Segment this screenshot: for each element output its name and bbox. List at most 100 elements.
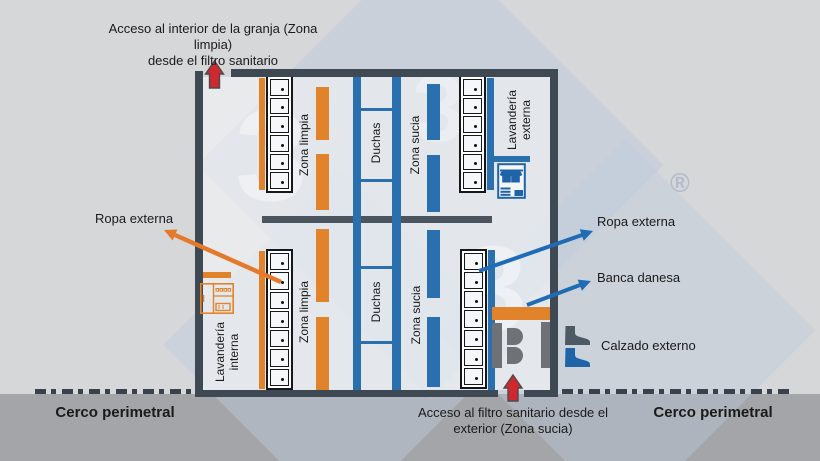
bench-strip: [487, 78, 494, 190]
ground-band: [0, 394, 820, 461]
locker-unit: [270, 272, 289, 290]
perimeter-fence-label-right: Cerco perimetral: [653, 404, 773, 421]
locker-unit: [270, 153, 289, 171]
danish-bench: [492, 307, 553, 320]
outer-wall-right: [550, 69, 558, 397]
locker-unit: [463, 79, 482, 96]
bench: [316, 317, 329, 390]
bench: [316, 87, 329, 140]
caption-line: Acceso al interior de la granja (Zona li…: [108, 21, 318, 52]
caption-line: desde el filtro sanitario: [147, 53, 279, 68]
bottom-access-caption: Acceso al filtro sanitario desde el exte…: [413, 405, 613, 437]
outer-wall-bottom-left: [195, 390, 498, 397]
top-access-caption: Acceso al interior de la granja (Zona li…: [88, 21, 338, 69]
locker-unit: [464, 310, 483, 328]
duchas-label-top: Duchas: [369, 122, 383, 164]
bench: [316, 154, 329, 210]
calzado-externo-label: Calzado externo: [601, 338, 696, 353]
ropa-externa-label-right: Ropa externa: [597, 214, 676, 229]
locker-knob: [474, 300, 478, 304]
locker-knob: [474, 281, 478, 284]
locker-unit: [463, 153, 482, 171]
locker-unit: [463, 116, 482, 134]
seat: [507, 328, 523, 345]
bench: [316, 229, 329, 302]
lockers-clean-top: [266, 75, 293, 193]
locker-knob: [280, 143, 284, 147]
bench-strip: [259, 78, 265, 190]
locker-knob: [280, 124, 284, 128]
caption-line: Acceso al filtro sanitario desde el: [417, 405, 609, 420]
outer-wall-bottom-right: [524, 390, 558, 397]
locker-knob: [280, 87, 284, 91]
external-laundry-icon: [497, 163, 526, 199]
shower-stall-divider: [361, 341, 392, 344]
lockers-dirty-top: [459, 75, 486, 193]
locker-knob: [473, 106, 477, 110]
locker-unit: [270, 172, 289, 190]
boot-icon-dark: [565, 326, 590, 345]
locker-knob: [473, 143, 477, 147]
lockers-dirty-bottom: [460, 249, 487, 389]
locker-knob: [474, 261, 478, 265]
perimeter-fence-line-right: [562, 389, 792, 394]
locker-unit: [464, 272, 483, 290]
locker-knob: [473, 87, 477, 91]
registered-trademark: ®: [670, 168, 690, 198]
locker-knob: [280, 377, 284, 381]
locker-knob: [280, 162, 284, 166]
laundry-niche-wall: [492, 156, 530, 162]
laundry-shelf: [203, 272, 231, 278]
ropa-externa-label-left: Ropa externa: [95, 211, 174, 226]
seat: [507, 347, 523, 364]
boot-icon-blue: [565, 348, 590, 367]
locker-unit: [270, 135, 289, 152]
locker-knob: [280, 281, 284, 285]
locker-unit: [270, 79, 289, 96]
shower-wall-left: [353, 77, 361, 390]
locker-knob: [473, 180, 477, 184]
locker-unit: [270, 330, 289, 348]
shower-stall-divider: [361, 179, 392, 182]
locker-knob: [280, 319, 284, 323]
locker-unit: [270, 97, 289, 115]
locker-unit: [270, 116, 289, 134]
locker-unit: [464, 253, 483, 271]
shower-wall-right: [392, 77, 401, 390]
bench: [427, 155, 440, 212]
locker-knob: [280, 358, 284, 362]
zona-limpia-label-bottom: Zona limpia: [297, 280, 311, 344]
locker-unit: [464, 367, 483, 385]
outer-wall-top: [231, 69, 558, 77]
locker-knob: [280, 180, 284, 184]
locker-unit: [270, 310, 289, 329]
bench-strip: [488, 250, 495, 392]
zona-sucia-label-top: Zona sucia: [408, 115, 422, 175]
locker-knob: [473, 162, 477, 166]
locker-unit: [463, 172, 482, 190]
bench-side-right: [541, 322, 552, 368]
locker-knob: [280, 339, 284, 343]
bench: [427, 230, 440, 298]
bench: [427, 317, 440, 387]
locker-knob: [280, 106, 284, 110]
locker-knob: [474, 319, 478, 323]
zona-limpia-label-top: Zona limpia: [297, 113, 311, 177]
shower-stall-divider: [361, 266, 392, 269]
lavanderia-interna-label: Lavandería interna: [213, 321, 241, 383]
locker-unit: [270, 368, 289, 386]
perimeter-fence-label-left: Cerco perimetral: [55, 404, 175, 421]
locker-unit: [270, 253, 289, 271]
locker-knob: [280, 300, 284, 304]
banca-danesa-label: Banca danesa: [597, 270, 681, 285]
outer-wall-left: [195, 71, 203, 397]
duchas-label-bottom: Duchas: [369, 281, 383, 323]
lockers-clean-bottom: [266, 249, 293, 390]
locker-unit: [463, 97, 482, 115]
shower-stall-divider: [361, 108, 392, 111]
locker-knob: [474, 357, 478, 361]
locker-unit: [464, 291, 483, 309]
locker-unit: [270, 349, 289, 367]
zona-sucia-label-bottom: Zona sucia: [409, 285, 423, 345]
